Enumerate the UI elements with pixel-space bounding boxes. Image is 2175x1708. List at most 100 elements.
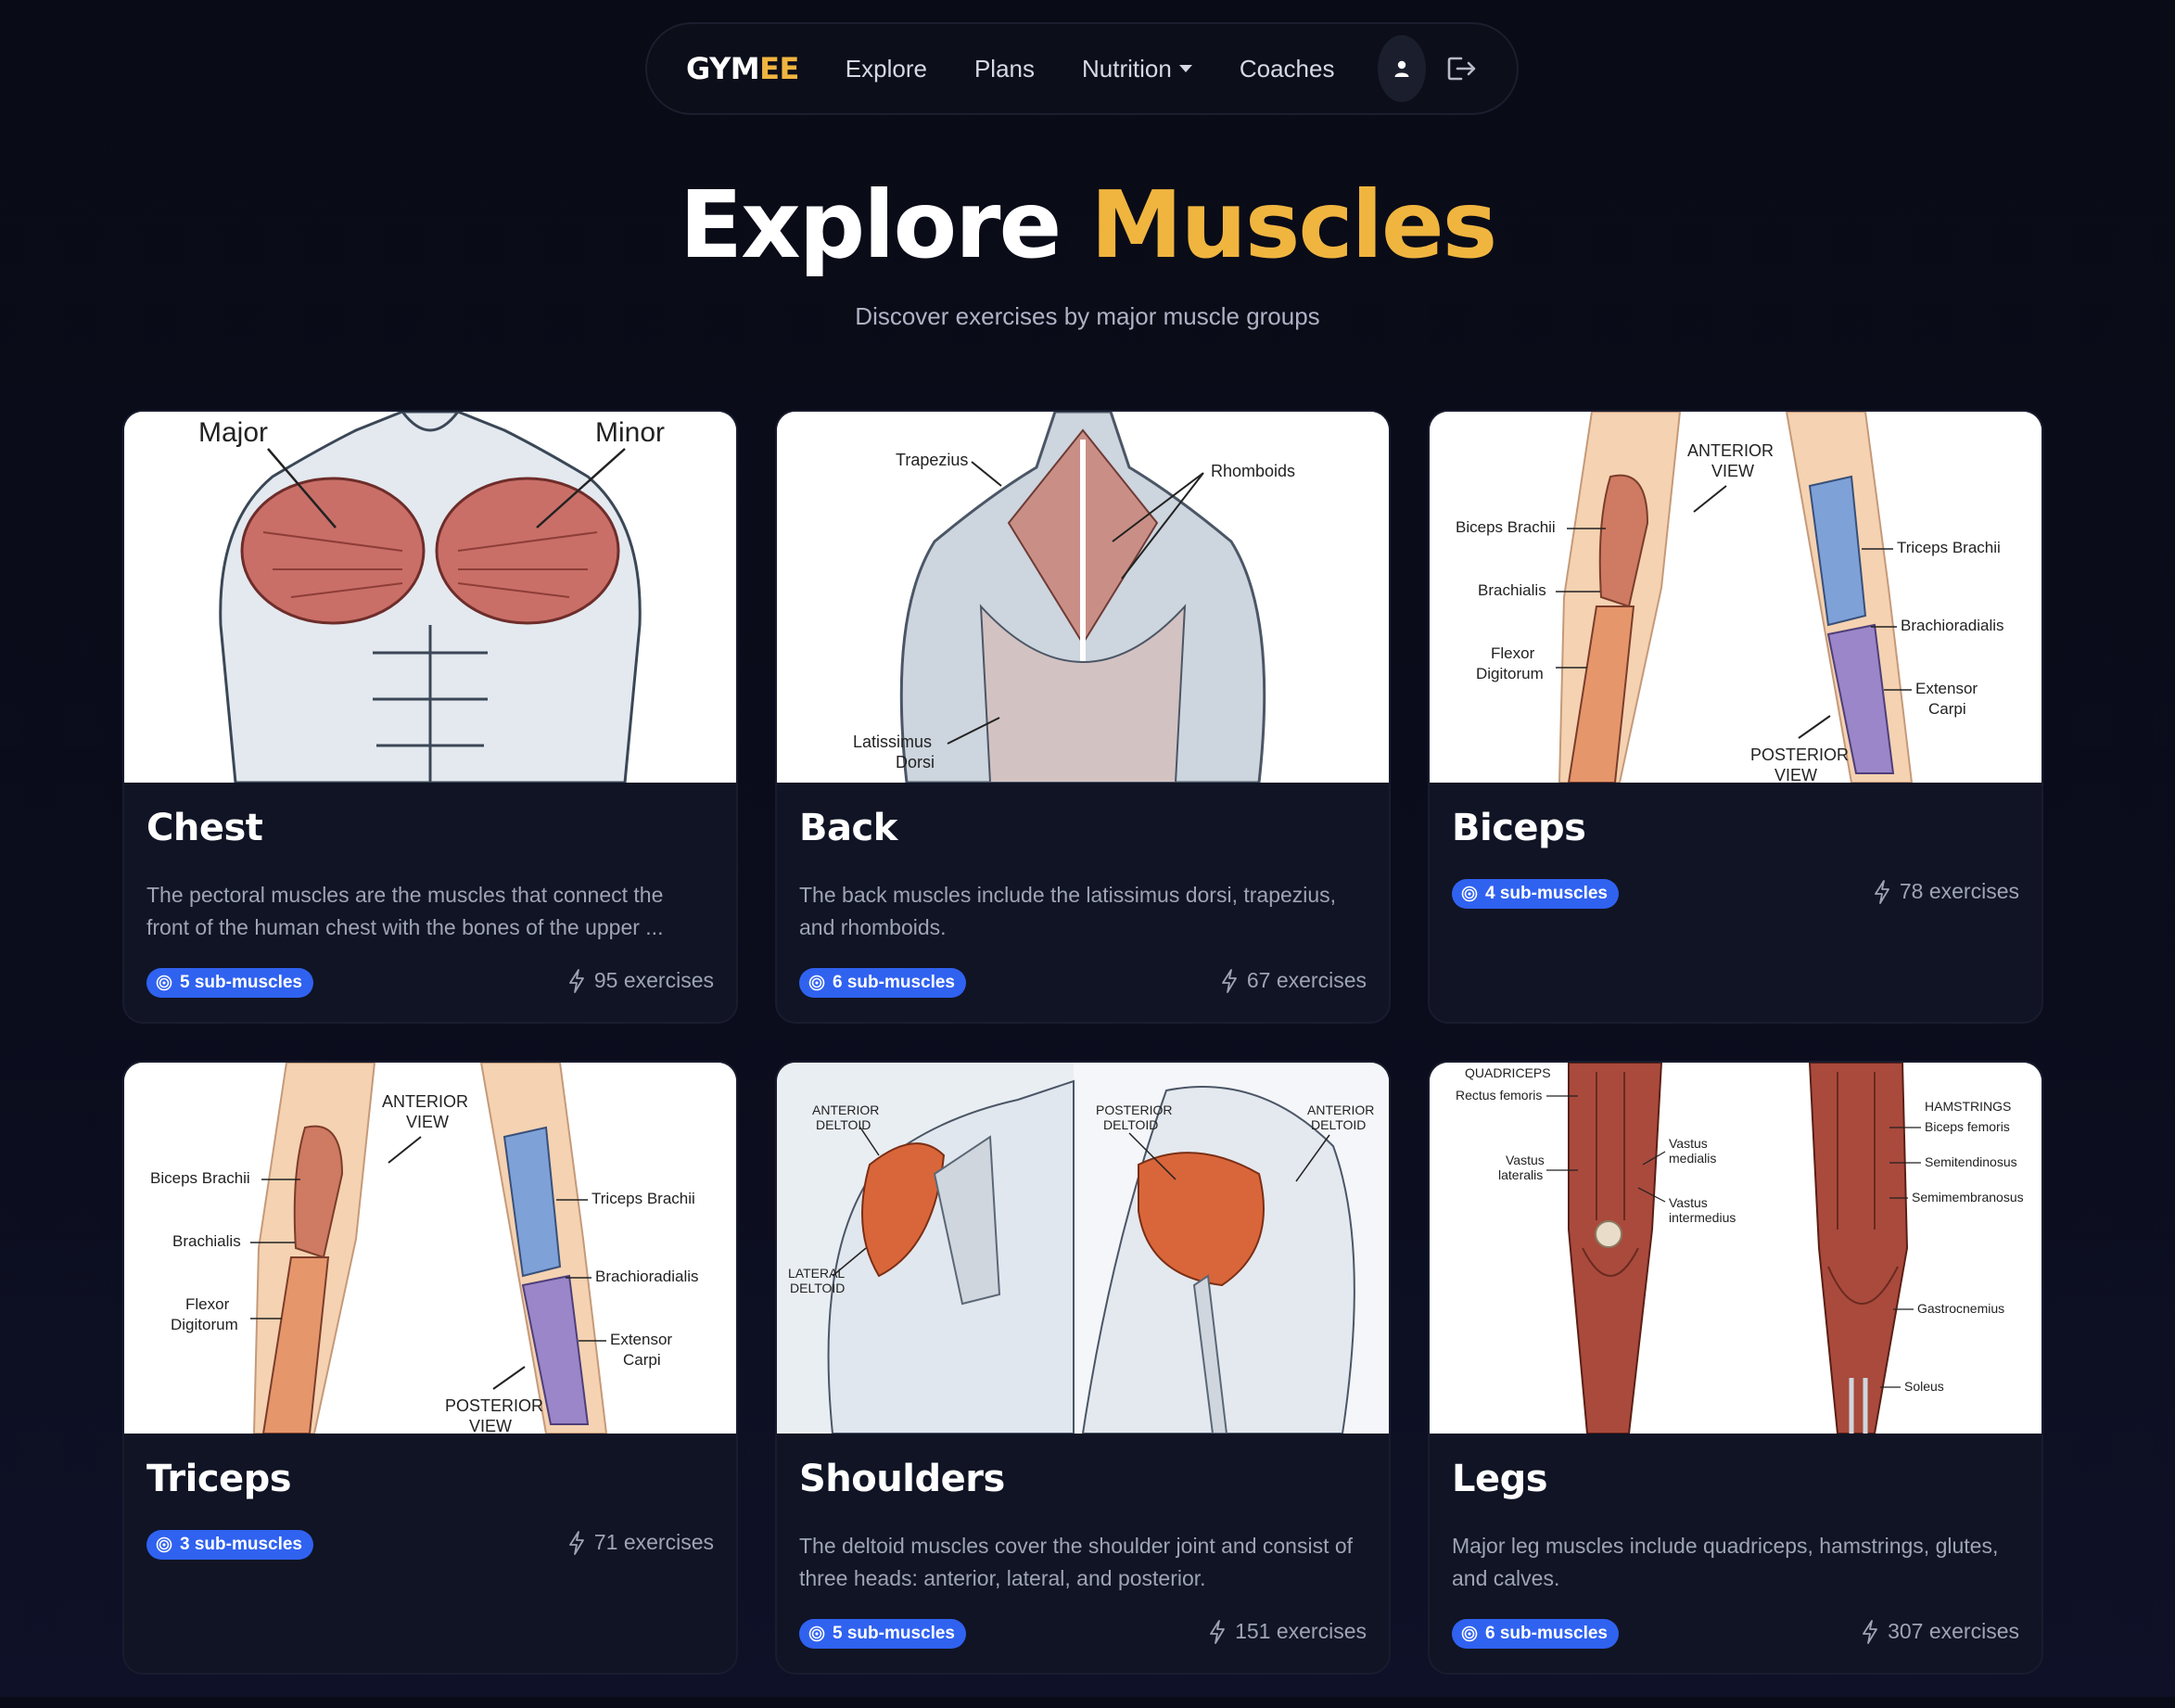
brand-text-part1: GYM (686, 51, 760, 86)
legs-label-11: Semitendinosus (1925, 1154, 2017, 1169)
target-icon (1461, 1625, 1478, 1642)
triceps-label-9: Extensor (610, 1331, 672, 1348)
sub-muscles-badge: 6 sub-muscles (1452, 1619, 1619, 1649)
muscle-card-shoulders[interactable]: ANTERIOR DELTOID LATERAL DELTOID POSTERI… (775, 1061, 1391, 1675)
legs-label-8: intermedius (1669, 1210, 1736, 1225)
bolt-icon (1221, 968, 1238, 993)
biceps-illustration: ANTERIOR VIEW Biceps Brachii Brachialis … (1430, 412, 2041, 783)
back-label-latissimus: Latissimus (853, 733, 932, 751)
legs-label-5: Vastus (1669, 1136, 1708, 1151)
back-label-dorsi: Dorsi (896, 753, 935, 771)
shoulders-label-5: POSTERIOR (1096, 1103, 1172, 1117)
sub-muscles-count: 3 sub-muscles (180, 1535, 302, 1554)
bolt-icon (568, 1530, 585, 1555)
triceps-label-2: VIEW (406, 1113, 449, 1131)
muscle-card-biceps[interactable]: ANTERIOR VIEW Biceps Brachii Brachialis … (1428, 410, 2043, 1024)
legs-label-4: lateralis (1498, 1167, 1543, 1182)
shoulders-label-2: DELTOID (816, 1117, 871, 1132)
biceps-label-8: Brachioradialis (1901, 617, 2004, 634)
page-title: Explore Muscles (0, 174, 2175, 276)
exercise-count-text: 307 exercises (1888, 1619, 2019, 1643)
exercise-count-text: 78 exercises (1899, 879, 2019, 903)
triceps-label-10: Carpi (623, 1351, 661, 1369)
biceps-label-4: Brachialis (1478, 581, 1546, 599)
exercise-count: 78 exercises (1874, 879, 2019, 904)
exercise-count-text: 71 exercises (593, 1530, 714, 1554)
nav-link-plans[interactable]: Plans (973, 54, 1035, 83)
page-title-part1: Explore (679, 171, 1062, 279)
page-title-part2: Muscles (1090, 171, 1497, 279)
triceps-label-1: ANTERIOR (382, 1092, 468, 1111)
chest-label-major: Major (198, 417, 268, 448)
nav-dropdown-nutrition[interactable]: Nutrition (1082, 55, 1192, 83)
muscle-card-back[interactable]: Trapezius Rhomboids Latissimus Dorsi Bac… (775, 410, 1391, 1024)
exercise-count-text: 151 exercises (1235, 1619, 1367, 1643)
triceps-label-7: Triceps Brachii (591, 1190, 695, 1207)
biceps-label-3: Biceps Brachii (1456, 518, 1556, 536)
legs-label-6: medialis (1669, 1151, 1716, 1166)
triceps-label-4: Brachialis (172, 1232, 241, 1250)
logout-button[interactable] (1446, 50, 1478, 87)
legs-label-13: Gastrocnemius (1917, 1301, 2004, 1316)
bolt-icon (1862, 1619, 1878, 1644)
card-description: The pectoral muscles are the muscles tha… (146, 883, 664, 939)
shoulders-label-6: DELTOID (1103, 1117, 1158, 1132)
card-description: Major leg muscles include quadriceps, ha… (1452, 1534, 1999, 1590)
legs-label-2: Rectus femoris (1456, 1088, 1542, 1103)
triceps-illustration: ANTERIOR VIEW Biceps Brachii Brachialis … (124, 1063, 736, 1434)
exercise-count: 307 exercises (1862, 1619, 2019, 1644)
chevron-down-icon (1178, 65, 1192, 72)
exercise-count: 71 exercises (568, 1530, 714, 1555)
sub-muscles-badge: 3 sub-muscles (146, 1530, 313, 1560)
legs-label-7: Vastus (1669, 1195, 1708, 1210)
biceps-label-5: Flexor (1491, 644, 1535, 662)
card-title: Triceps (146, 1458, 292, 1500)
exercise-count: 67 exercises (1221, 968, 1367, 993)
nav-link-coaches[interactable]: Coaches (1239, 54, 1335, 83)
biceps-label-12: VIEW (1774, 766, 1817, 783)
exercise-count: 151 exercises (1209, 1619, 1367, 1644)
biceps-label-9: Extensor (1915, 680, 1978, 697)
legs-label-9: HAMSTRINGS (1925, 1099, 2011, 1114)
biceps-label-6: Digitorum (1476, 665, 1544, 682)
card-description: The back muscles include the latissimus … (799, 883, 1337, 939)
shoulders-label-4: DELTOID (790, 1281, 845, 1295)
muscle-card-triceps[interactable]: ANTERIOR VIEW Biceps Brachii Brachialis … (122, 1061, 738, 1675)
biceps-label-1: ANTERIOR (1687, 441, 1774, 460)
muscle-card-chest[interactable]: Major Minor Chest The pectoral muscles a… (122, 410, 738, 1024)
sub-muscles-count: 5 sub-muscles (833, 1624, 955, 1643)
triceps-label-12: VIEW (469, 1417, 512, 1434)
card-title: Legs (1452, 1458, 1548, 1500)
card-description: The deltoid muscles cover the shoulder j… (799, 1534, 1354, 1590)
chest-illustration: Major Minor (124, 412, 736, 783)
nav-link-explore[interactable]: Explore (845, 54, 927, 83)
shoulders-label-8: DELTOID (1311, 1117, 1366, 1132)
exercise-count: 95 exercises (568, 968, 714, 993)
sub-muscles-badge: 6 sub-muscles (799, 968, 966, 998)
legs-label-12: Semimembranosus (1912, 1190, 2024, 1205)
triceps-label-5: Flexor (185, 1295, 230, 1313)
muscle-card-legs[interactable]: QUADRICEPS Rectus femoris Vastus lateral… (1428, 1061, 2043, 1675)
target-icon (1461, 886, 1478, 902)
bolt-icon (1874, 879, 1890, 904)
bolt-icon (1209, 1619, 1226, 1644)
legs-label-1: QUADRICEPS (1465, 1065, 1551, 1080)
sub-muscles-count: 6 sub-muscles (833, 973, 955, 992)
shoulders-label-7: ANTERIOR (1307, 1103, 1374, 1117)
chest-label-minor: Minor (595, 417, 665, 448)
card-title: Biceps (1452, 807, 1586, 849)
triceps-label-8: Brachioradialis (595, 1268, 699, 1285)
brand-logo[interactable]: GYMEE (686, 51, 799, 86)
muscle-grid: Major Minor Chest The pectoral muscles a… (122, 410, 2043, 1708)
biceps-label-2: VIEW (1711, 462, 1754, 480)
nav-dropdown-nutrition-label: Nutrition (1082, 54, 1172, 83)
card-title: Back (799, 807, 897, 849)
triceps-label-6: Digitorum (171, 1316, 238, 1333)
target-icon (808, 975, 825, 991)
exercise-count-text: 67 exercises (1246, 968, 1367, 992)
legs-illustration: QUADRICEPS Rectus femoris Vastus lateral… (1430, 1063, 2041, 1434)
biceps-label-7: Triceps Brachii (1897, 539, 2001, 556)
logout-icon (1447, 57, 1476, 81)
sub-muscles-count: 5 sub-muscles (180, 973, 302, 992)
profile-button[interactable] (1378, 35, 1426, 102)
